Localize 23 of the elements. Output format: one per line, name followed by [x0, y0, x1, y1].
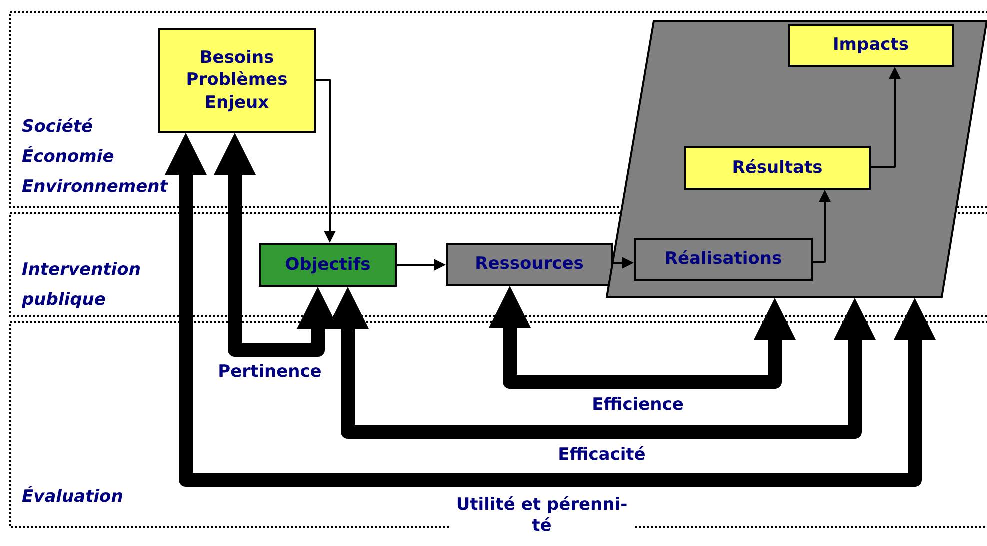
thick-arrow	[165, 133, 936, 487]
arrow	[397, 259, 446, 271]
arrow	[316, 79, 336, 243]
process-box	[634, 238, 813, 281]
parallelogram-shape	[606, 20, 987, 298]
node-text: Besoins Problèmes Enjeux	[185, 47, 289, 114]
node-text: Impacts	[832, 34, 909, 57]
process-box	[259, 243, 397, 287]
arrow	[871, 67, 901, 168]
lane-label: Intervention publique	[22, 259, 142, 312]
node-text: Résultats	[732, 156, 823, 180]
process-box	[788, 24, 954, 67]
process-box	[158, 28, 316, 133]
thick-arrow	[489, 286, 796, 389]
node-text: Ressources	[475, 253, 584, 276]
arrow	[813, 190, 831, 263]
arrow	[613, 257, 634, 269]
lane-label: Société Économie Environnement	[22, 116, 170, 199]
process-box	[684, 146, 871, 190]
process-box	[446, 243, 613, 286]
node-text: Réalisations	[664, 248, 782, 271]
lane-label: Évaluation	[22, 485, 124, 509]
node-text: Objectifs	[285, 254, 371, 276]
